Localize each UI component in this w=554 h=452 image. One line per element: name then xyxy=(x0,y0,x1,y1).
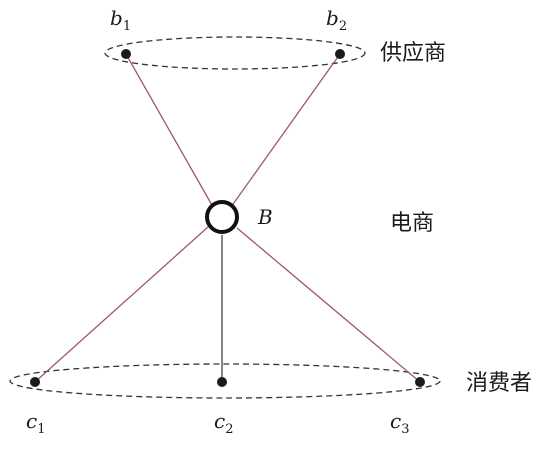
consumer-node-c1 xyxy=(30,377,40,387)
consumer-label-c3: c3 xyxy=(390,409,409,437)
edge-hub-c3 xyxy=(236,227,421,383)
consumer-node-c2 xyxy=(217,377,227,387)
group-label-platform: 电商 xyxy=(390,211,434,236)
supplier-group-outline xyxy=(104,36,366,70)
edge-hub-c1 xyxy=(34,226,209,383)
platform-hub-node xyxy=(205,200,239,234)
edge-b2-hub xyxy=(230,53,341,208)
consumer-label-c1: c1 xyxy=(26,409,45,437)
consumer-label-c2: c2 xyxy=(214,409,233,437)
supplier-label-b2: b2 xyxy=(326,6,347,34)
supplier-node-b1 xyxy=(121,49,131,59)
hub-label: B xyxy=(257,205,273,229)
supplier-label-b1: b1 xyxy=(110,6,131,34)
supplier-node-b2 xyxy=(335,49,345,59)
group-label-suppliers: 供应商 xyxy=(380,41,446,66)
edge-b1-hub xyxy=(125,53,214,208)
consumer-group-outline xyxy=(9,363,441,399)
consumer-node-c3 xyxy=(415,377,425,387)
group-label-consumers: 消费者 xyxy=(466,371,532,396)
